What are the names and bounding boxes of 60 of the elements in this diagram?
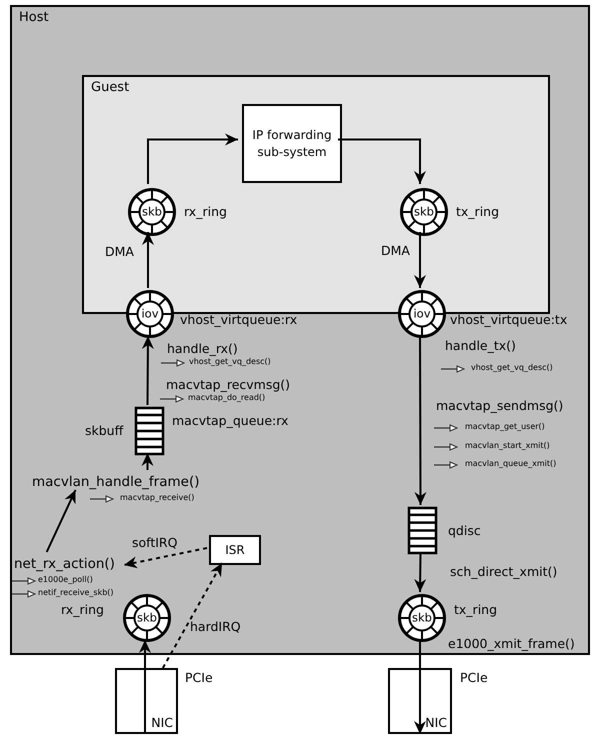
function-call: macvtap_get_user() bbox=[465, 422, 545, 431]
annotation: sch_direct_xmit() bbox=[450, 564, 558, 579]
buffer-name: skb bbox=[414, 204, 434, 218]
arrow bbox=[142, 453, 154, 470]
component-label: rx_ring bbox=[184, 204, 227, 219]
arrow bbox=[338, 138, 426, 184]
function-call: macvtap_do_read() bbox=[188, 393, 266, 402]
function-call: vhost_get_vq_desc() bbox=[471, 363, 553, 372]
arrow bbox=[142, 336, 154, 405]
annotation: hardIRQ bbox=[190, 619, 241, 634]
annotation: DMA bbox=[381, 243, 410, 258]
function-call: macvtap_receive() bbox=[120, 493, 194, 502]
buffer-name: iov bbox=[141, 306, 159, 320]
buffer-name: iov bbox=[413, 306, 431, 320]
component-label: vhost_virtqueue:rx bbox=[180, 312, 298, 327]
component-label: macvtap_queue:rx bbox=[172, 413, 288, 428]
device-name: NIC bbox=[425, 715, 447, 730]
annotation: DMA bbox=[105, 244, 134, 259]
function-call: vhost_get_vq_desc() bbox=[189, 357, 271, 366]
arrow bbox=[46, 490, 76, 552]
buffer-name: skb bbox=[137, 610, 157, 624]
function-call: macvlan_start_xmit() bbox=[465, 441, 550, 450]
function-name: macvlan_handle_frame() bbox=[32, 472, 207, 492]
component-label: PCIe bbox=[460, 670, 488, 685]
component-label: skbuff bbox=[85, 423, 124, 438]
component-label: vhost_virtqueue:tx bbox=[450, 312, 568, 327]
arrow bbox=[414, 640, 426, 734]
function-call: macvlan_queue_xmit() bbox=[465, 459, 556, 468]
function-call: e1000e_poll() bbox=[38, 575, 93, 584]
annotation: softIRQ bbox=[132, 535, 178, 550]
dashed-arrow bbox=[124, 547, 208, 568]
component-label: tx_ring bbox=[456, 204, 500, 219]
component-label: PCIe bbox=[185, 670, 213, 685]
buffer-name: skb bbox=[412, 610, 432, 624]
annotation: macvtap_sendmsg() bbox=[436, 398, 564, 413]
container-title: Host bbox=[19, 10, 49, 25]
arrow bbox=[414, 336, 426, 505]
arrow bbox=[147, 134, 238, 184]
arrow bbox=[142, 232, 154, 288]
annotation: handle_tx() bbox=[445, 338, 516, 353]
component-label: tx_ring bbox=[454, 602, 498, 617]
process-box bbox=[209, 535, 261, 565]
container-title: Guest bbox=[91, 80, 130, 95]
container-box bbox=[10, 5, 590, 655]
process-name: IP forwarding sub-system bbox=[251, 127, 333, 160]
annotation: e1000_xmit_frame() bbox=[448, 636, 575, 651]
buffer-name: skb bbox=[142, 204, 162, 218]
process-box bbox=[242, 104, 342, 183]
annotation: handle_rx() bbox=[167, 341, 238, 356]
arrow bbox=[139, 640, 151, 734]
process-name: ISR bbox=[224, 542, 246, 559]
function-name: net_rx_action() bbox=[14, 554, 126, 574]
function-call: netif_receive_skb() bbox=[38, 588, 114, 597]
component-label: rx_ring bbox=[61, 602, 104, 617]
annotation: macvtap_recvmsg() bbox=[166, 377, 290, 392]
device-name: NIC bbox=[151, 715, 173, 730]
dashed-arrow bbox=[162, 562, 223, 668]
arrow bbox=[414, 552, 426, 592]
component-label: qdisc bbox=[448, 523, 481, 538]
arrow bbox=[414, 232, 426, 288]
